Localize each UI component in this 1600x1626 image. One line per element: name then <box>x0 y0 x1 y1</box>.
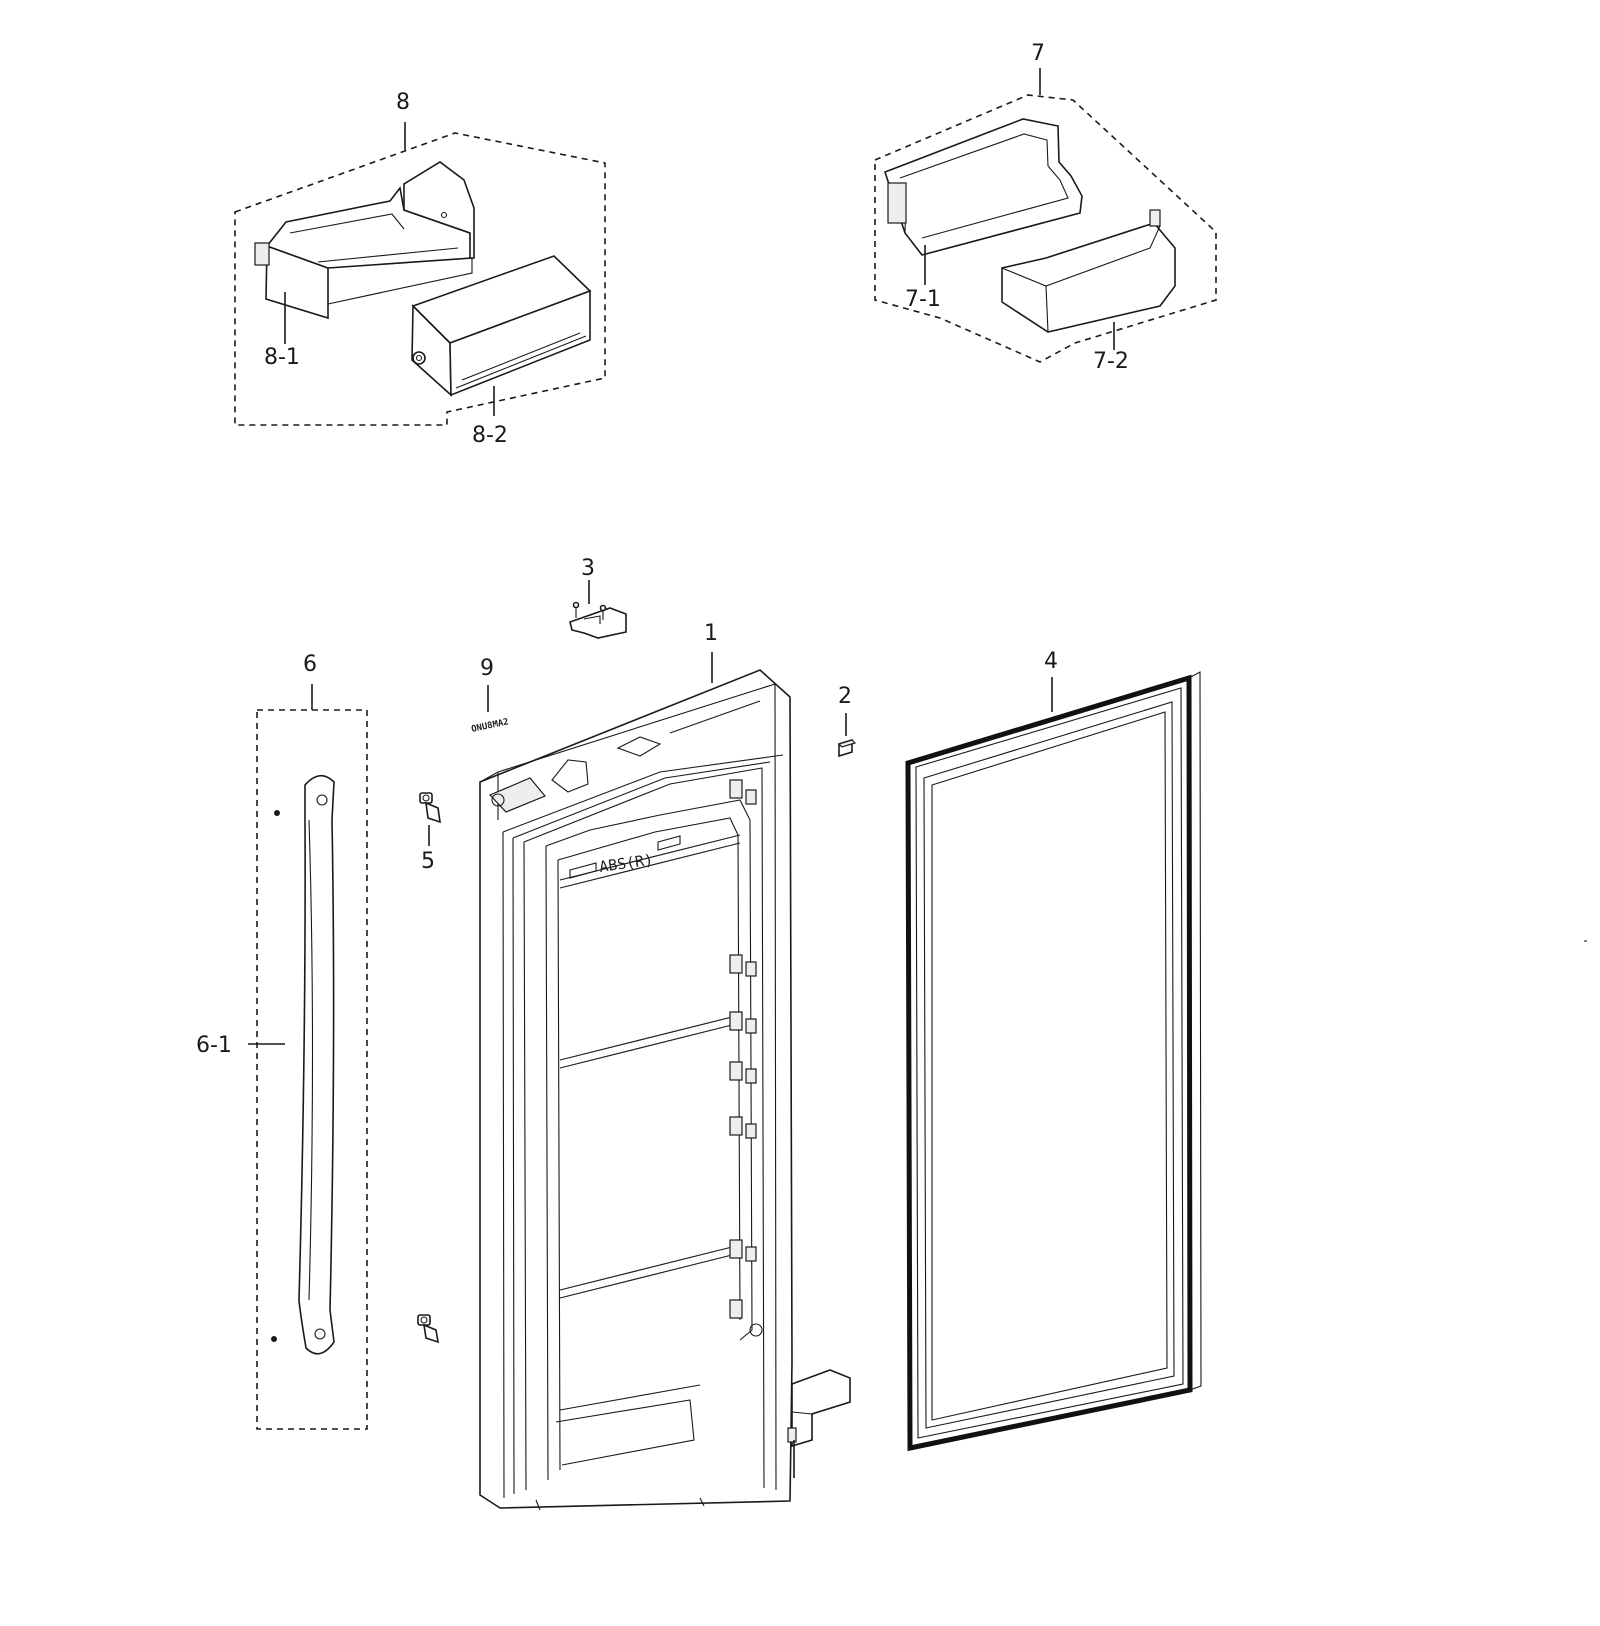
callout-8-2: 8-2 <box>472 423 508 448</box>
callout-3: 3 <box>581 556 595 581</box>
group-7-outline <box>874 94 1217 363</box>
guard-assembly-7: 7 7-1 7-2 <box>874 41 1217 374</box>
callout-8-1: 8-1 <box>264 345 300 370</box>
part-7-2-rail <box>1001 209 1176 333</box>
callout-7-1: 7-1 <box>905 287 941 312</box>
callout-2: 2 <box>838 684 852 709</box>
screw-icon <box>599 604 607 612</box>
callout-7: 7 <box>1031 41 1045 66</box>
screw-icon <box>271 1336 277 1342</box>
part-3-hinge-cover: 3 <box>569 556 627 639</box>
callout-7-2: 7-2 <box>1093 349 1129 374</box>
callout-6-1: 6-1 <box>196 1033 232 1058</box>
screw-icon <box>572 601 580 609</box>
shelf-clip-icon <box>729 779 763 1337</box>
callout-8: 8 <box>396 90 410 115</box>
handle-assembly-6: 6 6-1 <box>196 652 368 1430</box>
callout-5: 5 <box>421 849 435 874</box>
part-8-1-bin <box>254 161 475 320</box>
part-6-1-handle <box>271 774 335 1355</box>
callout-4: 4 <box>1044 649 1058 674</box>
part-4-gasket: 4 <box>905 649 1202 1452</box>
part-5-bushings: 5 <box>417 792 441 1344</box>
group-8-outline <box>234 132 606 426</box>
lower-hinge-bracket <box>791 1369 851 1448</box>
group-6-outline <box>256 709 368 1430</box>
screw-icon <box>274 810 280 816</box>
part-9-badge: 9 ONU8MA2 <box>471 656 510 735</box>
bushing-lower <box>417 1314 440 1344</box>
part-7-1-guard <box>884 118 1083 256</box>
bin-assembly-8: 8 8-1 8-2 <box>234 90 606 448</box>
bushing-upper <box>419 792 441 824</box>
callout-1: 1 <box>704 621 718 646</box>
part-1-door: 1 <box>479 621 851 1511</box>
callout-9: 9 <box>480 656 494 681</box>
part-8-2-cover <box>411 255 592 397</box>
callout-6: 6 <box>303 652 317 677</box>
badge-text: ONU8MA2 <box>471 717 510 735</box>
part-2-cap: 2 <box>837 684 857 758</box>
